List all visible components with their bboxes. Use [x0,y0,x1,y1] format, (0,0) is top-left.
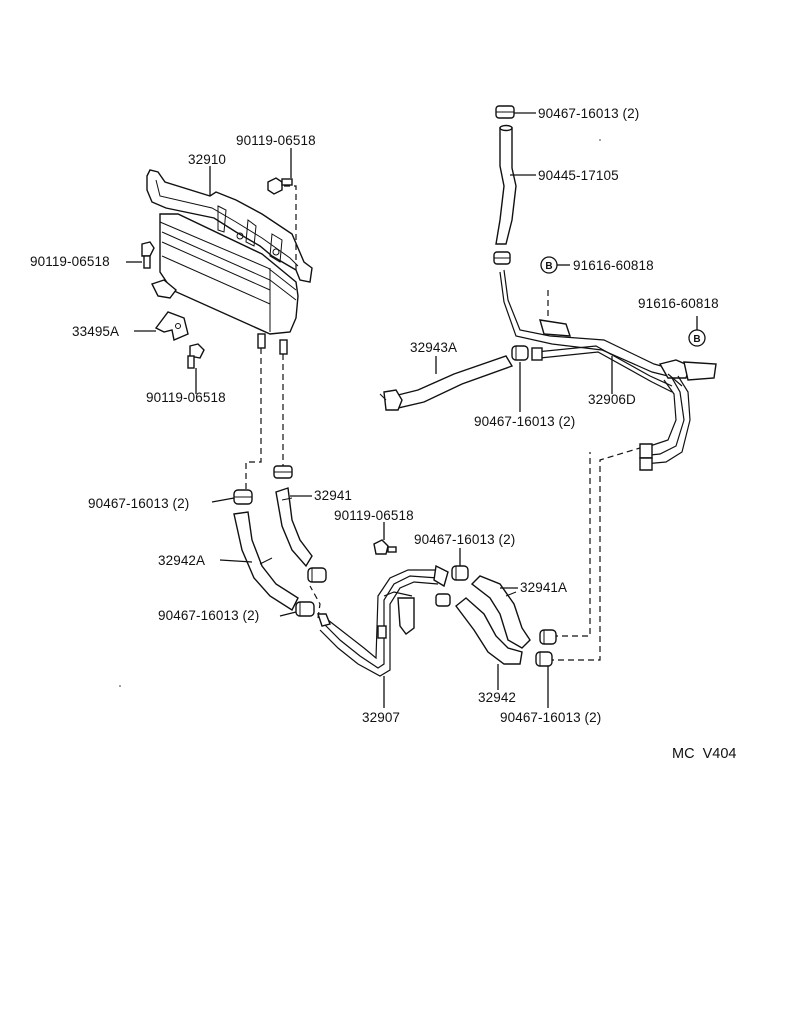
hose-clamp-icon[interactable] [535,651,553,667]
label-clamp-left: 90467-16013 (2) [88,496,189,511]
hose-clamp-icon[interactable] [495,105,515,119]
leader-lines [126,112,698,708]
diagram-code: MC V404 [672,746,736,762]
bolt-icon[interactable] [267,177,293,195]
bolt-icon[interactable] [373,539,397,555]
label-hose-32941a: 32941A [520,580,567,595]
hose-clamp-icon[interactable] [307,567,327,583]
hose-clamp-icon[interactable] [511,345,529,361]
label-bracket-33495a: 33495A [72,324,119,339]
hose-32942a[interactable] [233,511,299,612]
label-hose-32943a: 32943A [410,340,457,355]
label-hose-32941: 32941 [314,488,352,503]
label-cooler-32910: 32910 [188,152,226,167]
hose-32941a[interactable] [470,575,531,649]
svg-text:B: B [545,261,552,272]
hose-clamp-icon[interactable] [233,489,253,505]
hose-32942[interactable] [455,597,523,665]
bracket-33495a[interactable] [154,311,189,341]
hose-clamp-icon[interactable] [451,565,469,581]
label-hose-32942a: 32942A [158,553,205,568]
hose-clamp-icon[interactable] [539,629,557,645]
label-clip-mid: 91616-60818 [573,258,654,273]
hose-32943a[interactable] [379,355,514,411]
hose-90445-17105[interactable] [495,124,517,245]
pipe-32906d[interactable] [499,269,717,471]
label-clamp-center: 90467-16013 (2) [414,532,515,547]
label-hose-32942: 32942 [478,690,516,705]
bolt-icon[interactable] [187,343,205,369]
label-pipe-32907: 32907 [362,710,400,725]
hose-clamp-icon[interactable] [295,601,315,617]
label-clip-right: 91616-60818 [638,296,719,311]
clip-symbol-icon: B [688,329,706,347]
label-bolt-bottom: 90119-06518 [146,390,226,405]
hose-clamp-icon[interactable] [435,593,451,607]
clip-symbol-icon: B [540,256,558,274]
pipe-32907[interactable] [317,564,449,677]
hose-clamp-icon[interactable] [493,251,511,265]
label-clamp-lower-right: 90467-16013 (2) [500,710,601,725]
label-clamp-top: 90467-16013 (2) [538,106,639,121]
hose-32941[interactable] [275,487,313,568]
label-bolt-top: 90119-06518 [236,133,316,148]
label-clamp-lower-left: 90467-16013 (2) [158,608,259,623]
label-pipe-32906d: 32906D [588,392,636,407]
label-hose-90445: 90445-17105 [538,168,619,183]
oil-cooler[interactable] [146,169,313,355]
bolt-icon[interactable] [141,241,155,269]
label-clamp-mid: 90467-16013 (2) [474,414,575,429]
label-bolt-left: 90119-06518 [30,254,110,269]
hose-clamp-icon[interactable] [273,465,293,479]
svg-text:B: B [693,334,700,345]
label-bolt-center: 90119-06518 [334,508,414,523]
